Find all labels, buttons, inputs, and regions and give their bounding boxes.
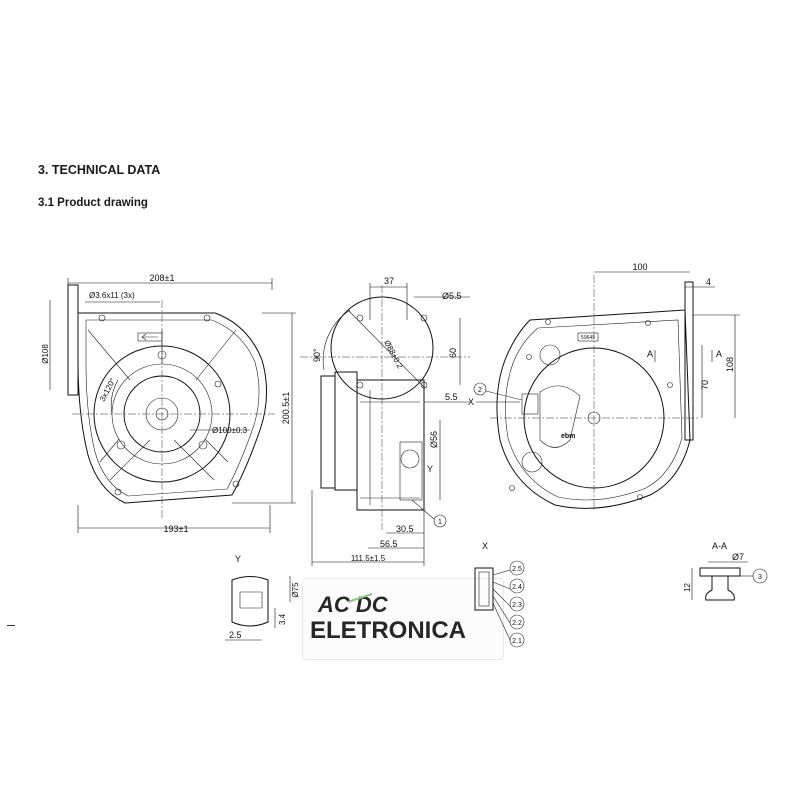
side-height-dim: 60 [448,348,458,358]
detail-y-dia-dim: Ø75 [291,582,300,598]
rear-section-a-right: A [716,349,722,359]
watermark-line2: ELETRONICA [310,617,466,644]
watermark-logo: AC DC ELETRONICA [310,592,466,644]
side-d2-dim: 56.5 [380,539,398,549]
side-d1-dim: 30.5 [396,524,414,534]
rear-view: 59649 ebm 100 4 A A 70 108 X 2 [468,262,740,510]
rear-outlet-flange [684,281,694,441]
side-scroll [356,379,425,511]
side-angle-dim: 90° [312,348,322,362]
front-holes-dim: Ø3.6x11 (3x) [89,291,135,300]
svg-text:1: 1 [438,519,442,526]
rear-cap-1 [539,344,561,366]
side-inlet-dim: Ø56 [429,431,439,448]
side-total-dim: 111.5±1.5 [351,554,386,563]
section-aa-h-dim: 12 [683,583,692,592]
svg-text:2.1: 2.1 [512,638,522,645]
svg-text:3: 3 [758,574,762,581]
detail-x-title: X [482,541,488,551]
front-housing-inner [85,319,260,497]
pin-callout-2-3 [509,596,525,612]
front-lug-2 [203,314,211,322]
pin-callout-2-4 [509,578,525,594]
front-hub-dim: Ø100±0.3 [212,426,248,435]
rear-cap-2 [521,451,543,473]
detail-y-body [231,576,269,627]
rear-pcb [539,385,581,448]
section-aa-title: A-A [712,541,727,551]
detail-y: Y Ø75 3.4 2.5 [225,554,300,641]
section-aa-screw [705,575,735,601]
detail-x-connector [474,567,494,611]
front-width-dim: 208±1 [150,273,175,283]
rear-label-plate [577,332,599,342]
rear-section-a-left: A [647,349,653,359]
front-lug-5 [214,380,222,388]
svg-text:2: 2 [478,387,482,394]
pin-callout-2-5 [509,560,525,576]
pin-callout-2-1 [509,632,525,648]
front-flange [67,284,79,396]
svg-text:2.4: 2.4 [512,584,522,591]
detail-x-pins: 2.5 2.4 2.3 2.2 2.1 [492,560,525,648]
section-title: 3. TECHNICAL DATA [38,163,161,177]
section-aa-dia-dim: Ø7 [732,552,744,562]
detail-y-w-dim: 2.5 [229,630,242,640]
detail-x: X 2.5 2.4 2.3 2.2 2.1 [474,541,525,648]
rotation-arrow-plate [137,332,163,342]
side-bolt-dim: Ø5.5 [442,291,462,301]
side-offset-dim: 5.5 [445,392,458,402]
subsection-title: 3.1 Product drawing [38,197,148,209]
side-detail-y: Y [427,464,433,474]
watermark-box [302,578,504,660]
side-housing [334,371,358,491]
front-view: 208±1 Ø3.6x11 (3x) Ø108 200.5±1 193±1 3x… [41,273,296,534]
front-hole-3 [198,440,208,450]
front-height-dim: 200.5±1 [281,392,291,424]
rear-top-dim: 100 [632,262,647,272]
rear-height-dim: 70 [700,380,710,390]
side-pitch-dim: Ø88±0.2 [382,339,405,371]
side-motor-cap [320,375,336,489]
svg-text:2.2: 2.2 [512,620,522,627]
rear-connector [521,393,539,415]
front-lug-1 [98,314,106,322]
rear-x-label: X [468,397,474,407]
watermark-line1: AC DC [317,592,389,617]
rear-flange-dim: 4 [706,277,711,287]
front-lug-4 [232,480,240,488]
detail-y-marker [400,449,420,469]
side-view: 37 Ø5.5 90° Ø88±0.2 60 5.5 Ø56 Y 1 30.5 … [300,276,470,566]
pin-callout-2-2 [509,614,525,630]
callout-2 [473,382,487,396]
svg-text:2.3: 2.3 [512,602,522,609]
section-aa-plate [699,567,741,577]
detail-y-title: Y [235,554,241,564]
rear-housing [496,309,691,509]
front-lug-3 [114,488,122,496]
detail-y-h-dim: 3.4 [278,613,287,625]
side-inlet [399,441,423,501]
section-aa: A-A Ø7 12 3 [683,541,768,601]
front-housing [77,312,268,504]
margin-mark [7,625,15,626]
side-top-dim: 37 [384,276,394,286]
callout-1 [433,514,447,528]
svg-text:59649: 59649 [581,335,595,341]
front-hole-2 [116,440,126,450]
svg-text:2.5: 2.5 [512,566,522,573]
rear-outlet-dim: 108 [725,357,735,372]
front-bottom-dim: 193±1 [164,524,189,534]
rear-brand-logo: ebm [561,433,575,440]
front-flange-dim: Ø108 [41,344,50,364]
